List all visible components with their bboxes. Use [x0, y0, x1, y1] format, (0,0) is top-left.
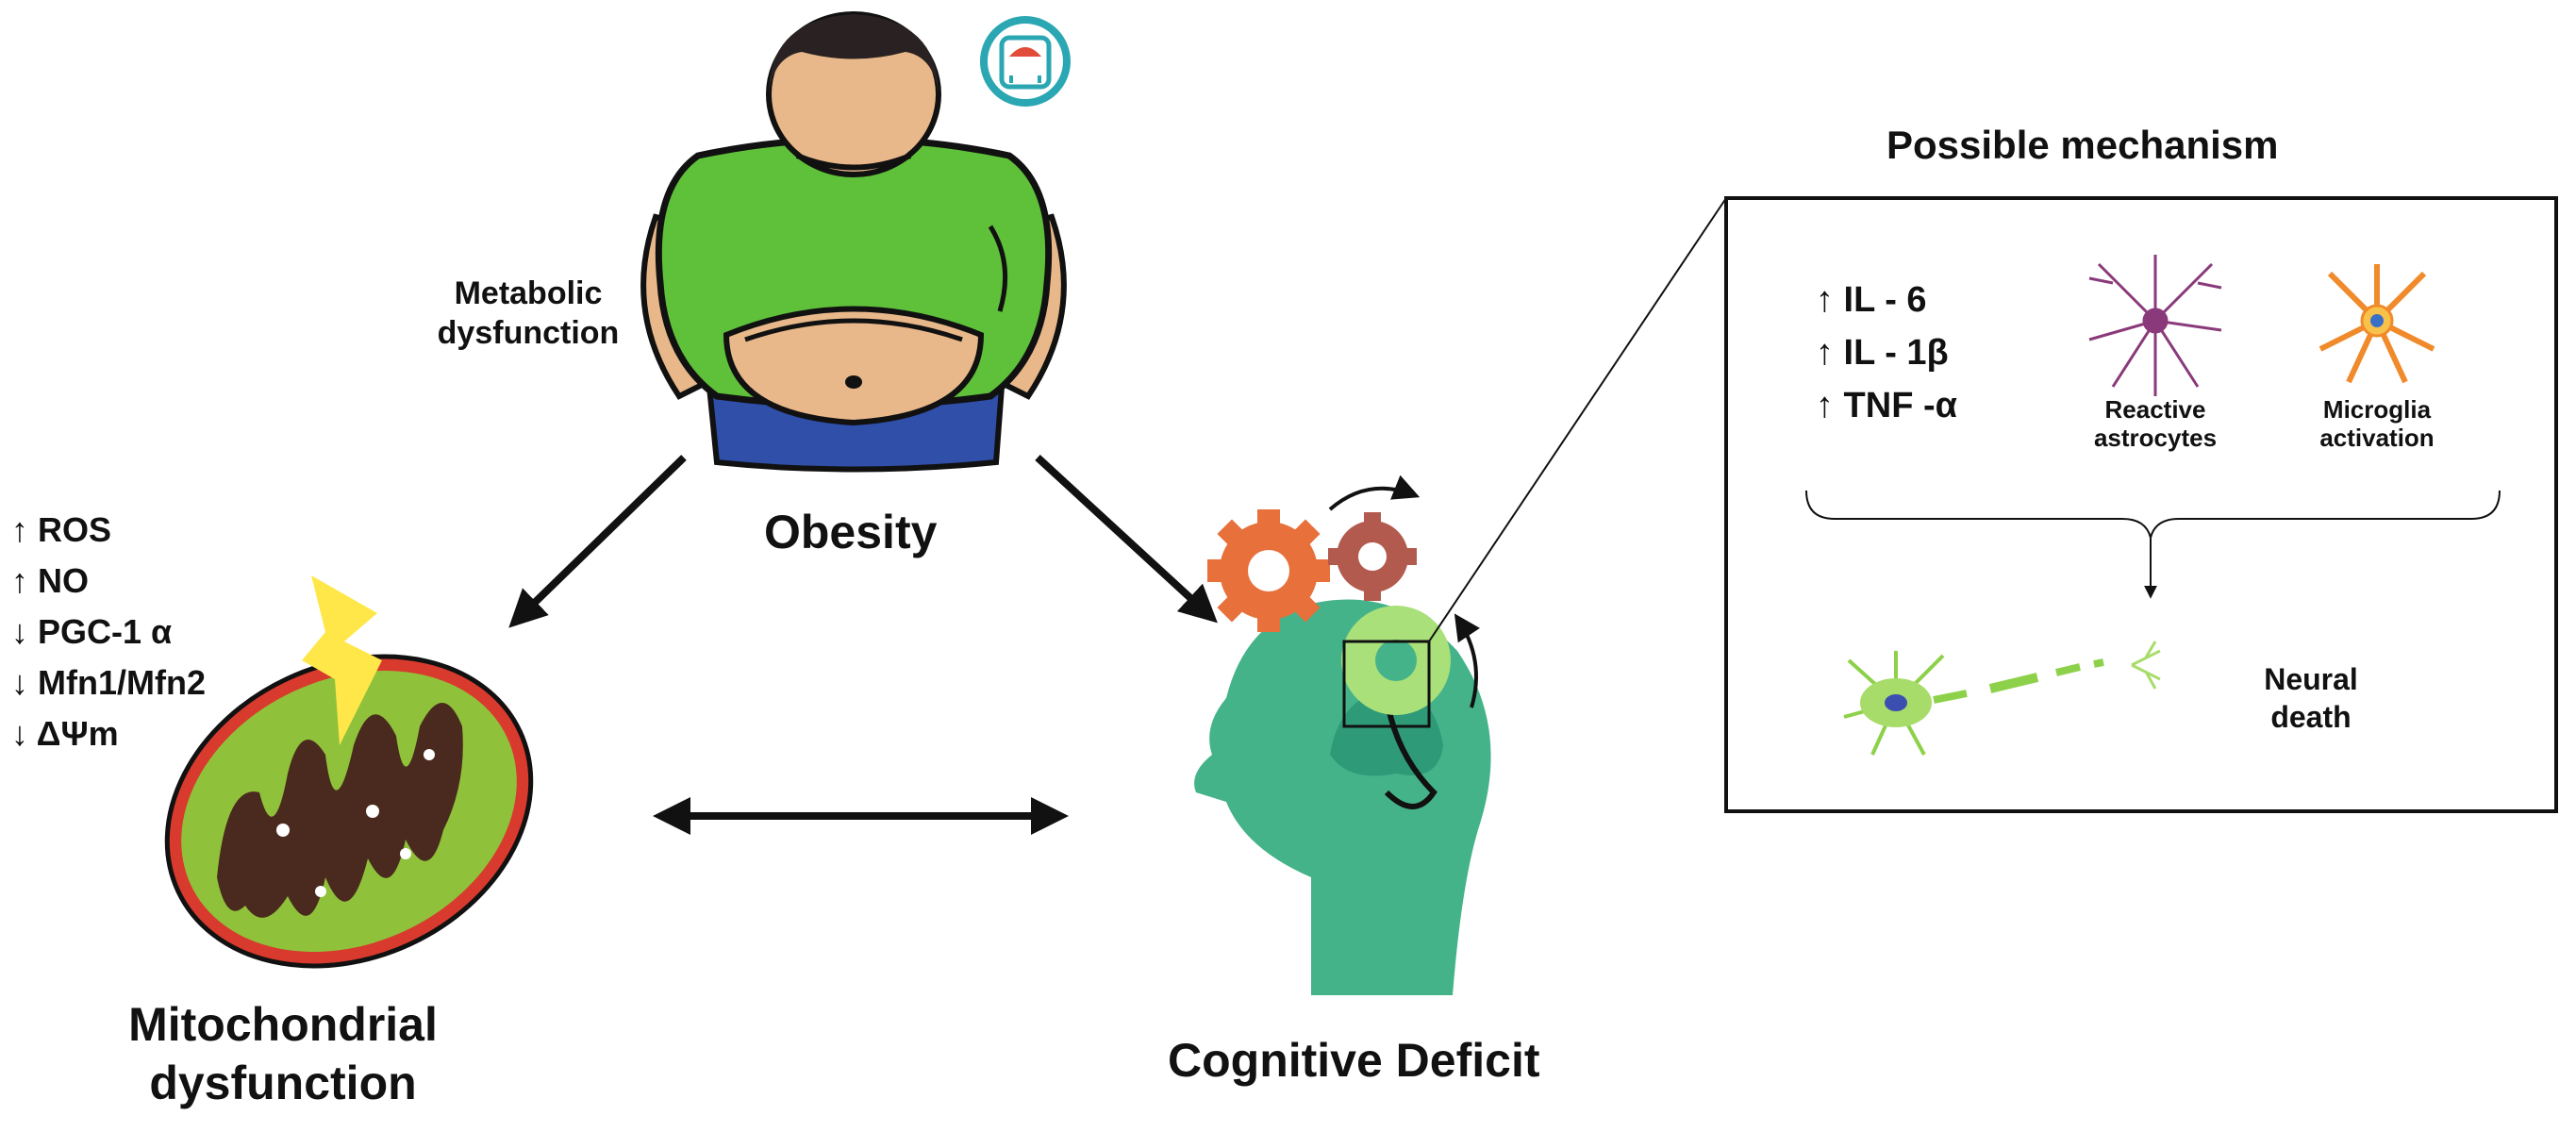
rotation-arrow-top [1328, 474, 1421, 511]
marker-no: ↑ NO [11, 561, 90, 600]
marker-dpsim: ↓ ΔΨm [11, 714, 119, 753]
lightning-bolt-icon [302, 575, 382, 745]
gear-orange-icon [1207, 509, 1330, 632]
reactive-astrocytes-label: Reactive astrocytes [2093, 395, 2218, 452]
cytokine-il1b: ↑ IL - 1β [1816, 333, 1949, 373]
microglia-activation-label: Microglia activation [2319, 395, 2435, 452]
cytokine-il6: ↑ IL - 6 [1816, 280, 1927, 320]
marker-ros: ↑ ROS [11, 510, 112, 549]
mito-markers-list: ↑ ROS ↑ NO ↓ PGC-1 α ↓ Mfn1/Mfn2 ↓ ΔΨm [11, 505, 206, 759]
cytokine-list: ↑ IL - 6 ↑ IL - 1β ↑ TNF -α [1816, 274, 1957, 432]
reactive-astrocyte-icon [2088, 255, 2222, 396]
zoom-region [1342, 640, 1431, 728]
scale-icon [980, 16, 1071, 107]
metabolic-dysfunction-label: Metabolic dysfunction [437, 275, 620, 351]
gear-brown-icon [1328, 512, 1417, 601]
mitochondrial-dysfunction-label: Mitochondrial dysfunction [128, 998, 438, 1109]
gear-green-icon [1341, 606, 1451, 715]
obesity-label: Obesity [764, 506, 938, 558]
dying-neuron-icon [1843, 641, 2161, 756]
marker-pgc: ↓ PGC-1 α [11, 612, 173, 651]
microglia-icon [2318, 264, 2435, 384]
possible-mechanism-title: Possible mechanism [1886, 123, 2279, 167]
neural-death-label: Neural death [2264, 662, 2358, 734]
arrow-obesity-to-cognitive [1035, 455, 1218, 624]
arrow-obesity-to-mito [508, 455, 687, 628]
rotation-arrow-side [1454, 613, 1481, 708]
marker-mfn: ↓ Mfn1/Mfn2 [11, 663, 206, 702]
cognitive-deficit-label: Cognitive Deficit [1168, 1034, 1540, 1087]
obese-person-illustration [640, 11, 1067, 473]
mitochondrion-illustration [164, 654, 534, 969]
zoom-connector [1428, 197, 1727, 642]
cytokine-tnfa: ↑ TNF -α [1816, 386, 1957, 425]
